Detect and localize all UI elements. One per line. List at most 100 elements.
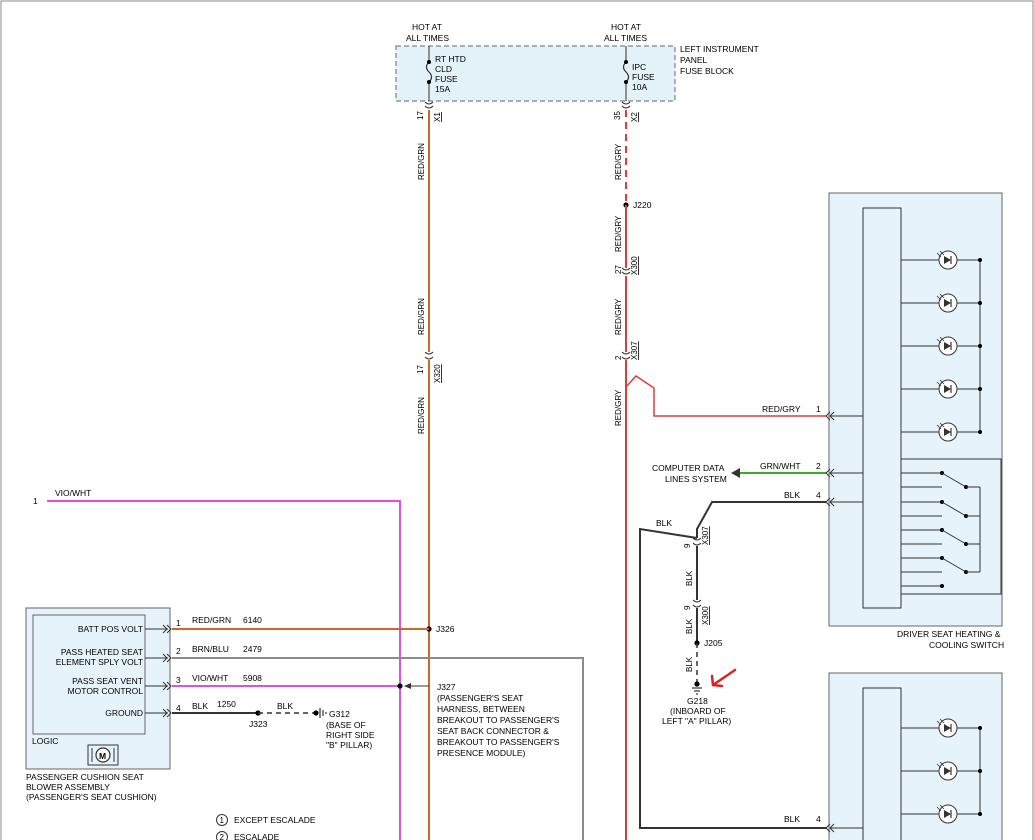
data-lines-label-2: LINES SYSTEM [665, 474, 727, 484]
led-icon [901, 804, 982, 824]
blower-inner-box [32, 614, 146, 735]
blower-logic-label: LOGIC [32, 736, 58, 746]
ground-g218-note-1: (INBOARD OF [670, 706, 726, 716]
legend-1-number: 1 [220, 816, 225, 825]
circuit-vio-wht: 1 VIO/WHT [33, 488, 401, 840]
ground-right-wire-bottom: BLK [685, 656, 694, 672]
wire-blk-switch [696, 501, 826, 538]
blower-pin3-connector [162, 681, 172, 691]
second-switch-outer-box [828, 672, 1003, 840]
led-icon [901, 422, 982, 442]
annotation-arrow-icon [710, 668, 737, 688]
fuse2-node-top [624, 60, 628, 64]
data-lines-label-1: COMPUTER DATA [652, 463, 725, 473]
ground-g312-node [313, 710, 319, 716]
vio-wire-pin: 1 [33, 496, 38, 506]
ground-left-wire: BLK [277, 701, 293, 711]
legend-1-circle [216, 814, 228, 826]
fuse-block: HOT AT ALL TIMES HOT AT ALL TIMES LEFT I… [395, 22, 759, 102]
ground-g312-note-1: (BASE OF [326, 720, 366, 730]
splice-j327 [397, 683, 403, 689]
blower-pin2-label-1: PASS HEATED SEAT [61, 647, 143, 657]
switch-contact-icon [901, 528, 980, 546]
switch-bottom-node [940, 584, 944, 588]
fuse-block-name-1: LEFT INSTRUMENT [680, 44, 759, 54]
led-icon [901, 336, 982, 356]
second-switch-module: BLK 4 [784, 672, 1003, 840]
switch-inner-bar [862, 207, 902, 609]
connector-x300-top-label: X300 [630, 256, 639, 275]
blower-pin3-label-1: PASS SEAT VENT [72, 676, 143, 686]
blower-pin1-circuit: 6140 [243, 615, 262, 625]
led-icon [901, 379, 982, 399]
wire-red-gry-label-2: RED/GRY [614, 215, 623, 252]
j327-note-5: BREAKOUT TO PASSENGER'S [437, 737, 560, 747]
connector-x300-bottom-label: X300 [701, 606, 710, 625]
bottom-blk-color: BLK [784, 814, 800, 824]
switch-contact-icon [901, 500, 980, 518]
switch-pin1-number: 1 [816, 404, 821, 414]
circuit-red-gry: 35 X2 RED/GRY J220 RED/GRY 27 X300 RED/G… [613, 101, 826, 840]
hot-label-left-1: HOT AT [412, 22, 442, 32]
ground-g218-node [694, 681, 700, 687]
blower-pin4-circuit: 1250 [217, 699, 236, 709]
fuse2-label-2: FUSE [632, 72, 655, 82]
fuse1-symbol [425, 61, 433, 83]
connector-x1-label: X1 [433, 112, 442, 122]
connector-x320-symbol [424, 351, 434, 360]
blower-pin2-color: BRN/BLU [192, 644, 229, 654]
blower-pin3-label-2: MOTOR CONTROL [68, 686, 144, 696]
wire-2479 [172, 657, 584, 840]
wire-red-gry-branch [625, 375, 826, 417]
ground-right-wire-x300: BLK [685, 618, 694, 634]
hot-label-right-2: ALL TIMES [604, 33, 647, 43]
fuse1-label-4: 15A [435, 84, 450, 94]
blower-pin2-circuit: 2479 [243, 644, 262, 654]
circuit-red-grn: 17 X1 RED/GRN RED/GRN 17 X320 RED/GRN J3… [416, 101, 455, 840]
blower-name-3: (PASSENGER'S SEAT CUSHION) [26, 792, 157, 802]
switch-contact-frame [900, 458, 1002, 595]
blower-name-1: PASSENGER CUSHION SEAT [26, 772, 144, 782]
legend-2-number: 2 [220, 833, 225, 840]
blower-pin4-number: 4 [176, 703, 181, 713]
j327-note-4: SEAT BACK CONNECTOR & [437, 726, 549, 736]
wire-blk-loop [639, 527, 826, 829]
blower-pin3-number: 3 [176, 675, 181, 685]
connector-x2-symbol [621, 101, 631, 109]
splice-j326-label: J326 [436, 624, 455, 634]
legend-2-text: ESCALADE [234, 832, 280, 840]
ground-g218-label: G218 [687, 696, 708, 706]
connector-x1-symbol [424, 101, 434, 109]
switch-pin2-number: 2 [816, 461, 821, 471]
switch-name-2: COOLING SWITCH [929, 640, 1004, 650]
blower-pin4-color: BLK [192, 701, 208, 711]
connector-x2-pin: 35 [613, 111, 622, 120]
fuse1-label-1: RT HTD [435, 54, 466, 64]
fuse-block-name-2: PANEL [680, 55, 708, 65]
led-icon [901, 761, 982, 781]
blower-pin3-color: VIO/WHT [192, 673, 228, 683]
blower-pin1-number: 1 [176, 618, 181, 628]
motor-icon: M [87, 744, 119, 766]
fuse1-node-bottom [427, 80, 431, 84]
fuse2-label-1: IPC [632, 62, 646, 72]
ground-g312-label: G312 [329, 709, 350, 719]
option-legend: 1 EXCEPT ESCALADE 2 ESCALADE [216, 814, 316, 840]
blower-name-2: BLOWER ASSEMBLY [26, 782, 110, 792]
switch-contact-icon [901, 471, 980, 489]
fuse1-node-top [427, 60, 431, 64]
led-icon [901, 718, 982, 738]
blower-pin4-connector [162, 708, 172, 718]
ground-icon [319, 708, 327, 718]
wire-red-grn-label-1: RED/GRN [417, 143, 426, 180]
second-switch-led-group [901, 718, 982, 824]
connector-x307-bottom-label: X307 [701, 526, 710, 545]
connector-x300-top-symbol [621, 267, 631, 275]
blower-assembly: LOGIC M PASSENGER CUSHION SEAT BLOWER AS… [25, 607, 584, 840]
switch-led-group [901, 250, 982, 442]
second-switch-inner-bar [862, 687, 902, 840]
led-icon [901, 293, 982, 313]
fuse2-label-3: 10A [632, 82, 647, 92]
